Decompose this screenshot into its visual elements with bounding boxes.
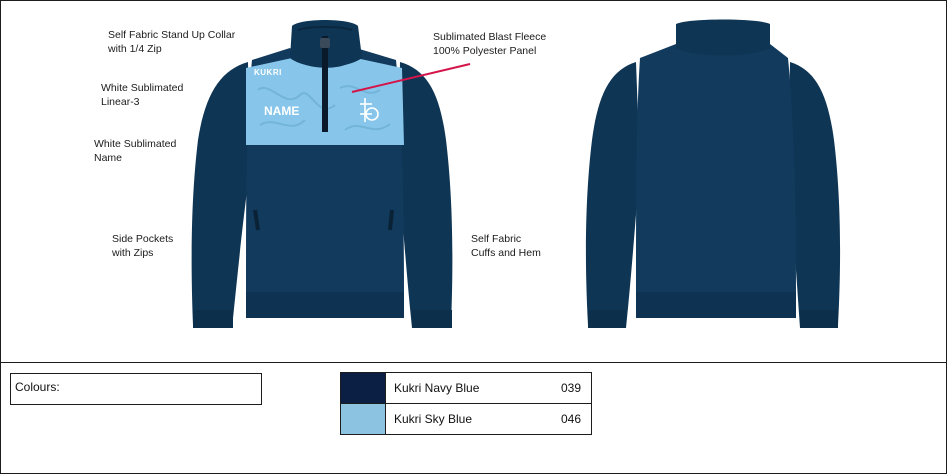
swatch-name: Kukri Sky Blue: [394, 412, 473, 426]
section-divider: [0, 362, 947, 363]
left-pocket: [253, 209, 260, 231]
brand-logo-text: KUKRI: [254, 68, 282, 77]
back-left-sleeve: [585, 62, 640, 328]
colours-box: Colours:: [10, 373, 262, 405]
crest: [360, 98, 379, 122]
garment-illustrations: KUKRI NAME Self Fabric Stand Up Collar w…: [94, 19, 841, 328]
front-left-sleeve: [191, 62, 250, 328]
colour-swatch-table: Kukri Navy Blue 039 Kukri Sky Blue 046: [340, 372, 592, 435]
front-right-sleeve: [398, 62, 453, 328]
swatch-code: 046: [560, 412, 581, 426]
swatch-sky: [341, 404, 386, 434]
player-name-text: NAME: [264, 104, 300, 118]
back-right-sleeve: [788, 62, 841, 328]
front-zip: [322, 36, 328, 132]
note-linear: White Sublimated Linear-3: [101, 82, 184, 108]
swatch-navy: [341, 373, 386, 403]
front-hem: [246, 292, 404, 318]
front-view: [191, 20, 471, 328]
swatch-row: Kukri Sky Blue 046: [341, 404, 591, 434]
right-pocket: [388, 209, 394, 231]
back-view: [585, 19, 841, 328]
back-hem: [636, 292, 796, 318]
swatch-row: Kukri Navy Blue 039: [341, 373, 591, 404]
note-pockets: Side Pockets with Zips: [112, 233, 174, 259]
note-cuffs: Self Fabric Cuffs and Hem: [471, 233, 541, 259]
swatch-code: 039: [560, 381, 581, 395]
front-right-cuff: [412, 310, 452, 328]
front-left-cuff: [193, 310, 233, 328]
colours-label: Colours:: [15, 380, 60, 394]
pointer-line: [351, 63, 471, 93]
swatch-name: Kukri Navy Blue: [394, 381, 480, 395]
jacket-drawings: [191, 19, 841, 328]
back-collar: [676, 19, 770, 56]
note-collar: Self Fabric Stand Up Collar with 1/4 Zip: [108, 29, 236, 55]
note-fleece: Sublimated Blast Fleece 100% Polyester P…: [433, 31, 547, 57]
note-name: White Sublimated Name: [94, 138, 177, 164]
back-body: [636, 44, 796, 318]
